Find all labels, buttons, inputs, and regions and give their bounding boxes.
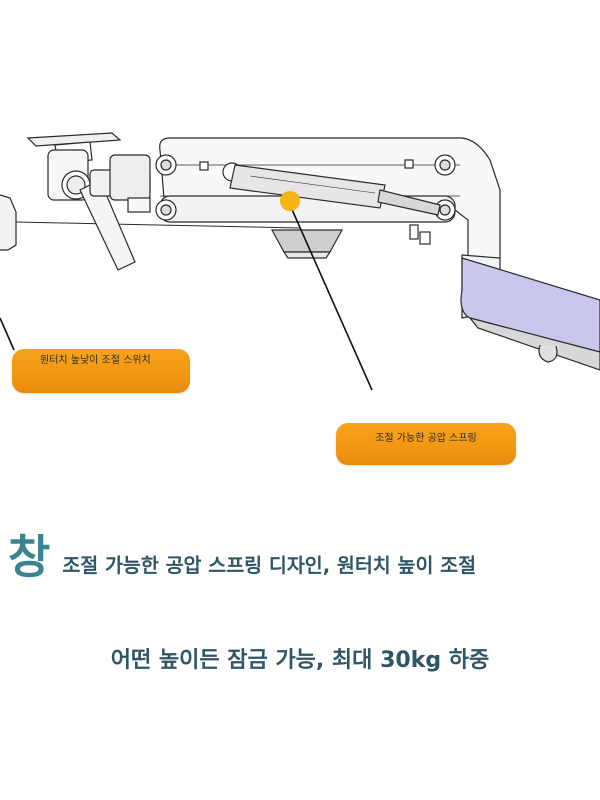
headline-text: 조절 가능한 공압 스프링 디자인, 원터치 높이 조절	[62, 553, 477, 577]
headline-glyph: 창	[8, 530, 51, 584]
pointer-line-switch	[0, 317, 15, 351]
spring-marker-dot	[280, 191, 300, 211]
pointer-line-spring	[289, 204, 373, 391]
table-clamp	[0, 194, 17, 251]
callout-gas-spring: 조절 가능한 공압 스프링	[336, 423, 516, 465]
subline: 어떤 높이든 잠금 가능, 최대 30kg 하중	[110, 648, 490, 673]
callout-gas-spring-label: 조절 가능한 공압 스프링	[375, 433, 477, 444]
monitor-arm-diagram	[0, 132, 600, 391]
callout-switch: 원터치 높낮이 조절 스위치	[12, 349, 190, 393]
headline: 창 조절 가능한 공압 스프링 디자인, 원터치 높이 조절	[8, 522, 598, 592]
bottom-mount	[270, 229, 344, 253]
gas-spring	[229, 164, 386, 209]
callout-switch-label: 원터치 높낮이 조절 스위치	[40, 355, 151, 366]
vesa-plate	[26, 132, 122, 147]
